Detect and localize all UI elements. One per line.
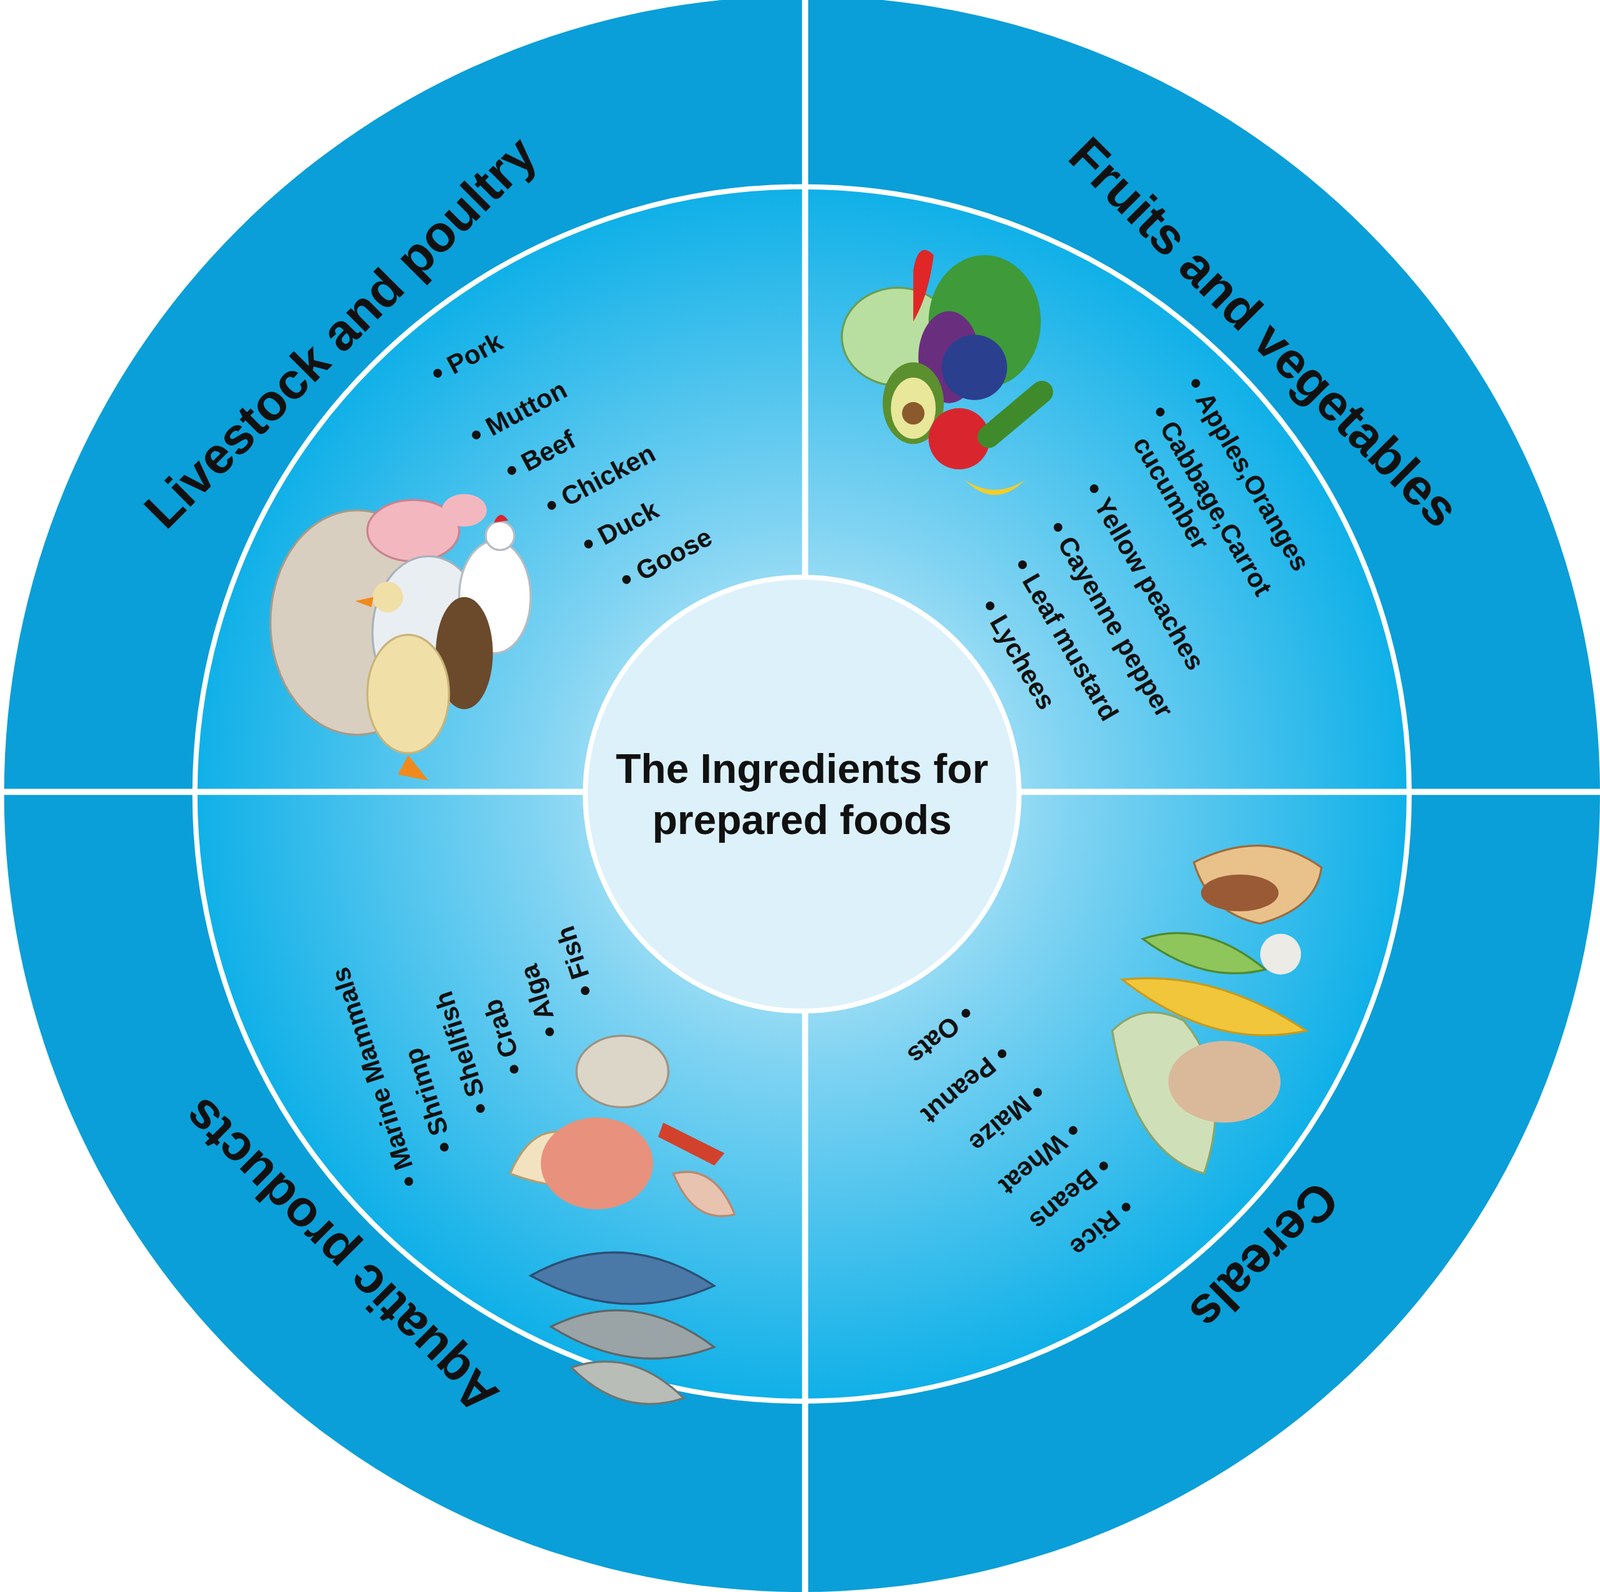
- category-sector: CerealsRiceBeansWheatMaizePeanutOats: [805, 791, 1600, 1592]
- bullet-dot: [1067, 1124, 1080, 1137]
- outer-ring: [4, 0, 1600, 1592]
- bullet-dot: [403, 1176, 415, 1188]
- bullet-dot: [508, 1063, 520, 1076]
- bullet-dot: [474, 1102, 487, 1114]
- ingredient-item: Fish: [549, 922, 602, 1000]
- category-sector: Aquatic productsMarine MammalsShrimpShel…: [0, 791, 806, 1592]
- bullet-dot: [1016, 559, 1029, 571]
- bullet-dot: [1120, 1200, 1133, 1213]
- bullet-dot: [959, 1006, 973, 1020]
- fruit-vegetable-picture: [842, 249, 1058, 495]
- bullet-dot: [546, 499, 558, 512]
- bullet-dot: [995, 1047, 1008, 1061]
- bullet-dot: [1088, 482, 1101, 495]
- centre-circle: The Ingredients for prepared foods: [582, 574, 1022, 1014]
- livestock-picture: [270, 493, 531, 781]
- ingredient-name: Oats: [901, 1009, 967, 1071]
- ingredient-name: Alga: [512, 960, 561, 1025]
- bullet-dot: [579, 985, 591, 997]
- bullet-dot: [1154, 405, 1167, 418]
- ingredient-name: Rice: [1063, 1203, 1127, 1263]
- ingredient-name: Duck: [592, 493, 664, 551]
- bullet-dot: [470, 428, 483, 441]
- category-sector: Livestock and poultryPorkMuttonBeefChick…: [0, 0, 806, 792]
- bullet-dot: [438, 1141, 451, 1153]
- ingredient-name: Pork: [441, 325, 508, 381]
- category-heading: Aquatic products: [173, 1088, 508, 1423]
- bullet-dot: [544, 1025, 556, 1038]
- bullet-dot: [1031, 1086, 1045, 1099]
- centre-title: The Ingredients for prepared foods: [615, 742, 990, 846]
- ingredient-item: Beef: [501, 423, 582, 487]
- ingredient-item: Pork: [426, 325, 508, 389]
- bullet-dot: [1052, 521, 1064, 533]
- bullet-dot: [1189, 377, 1202, 390]
- bullet-dot: [984, 599, 997, 612]
- bullet-dot: [431, 367, 444, 380]
- bullet-dot: [1097, 1159, 1111, 1173]
- ingredient-name: Beef: [516, 423, 581, 479]
- category-sector: Fruits and vegetablesApples,OrangesCabba…: [805, 0, 1600, 792]
- ingredient-item: Alga: [512, 960, 566, 1041]
- bullet-dot: [620, 573, 633, 586]
- bullet-dot: [582, 537, 595, 550]
- ingredient-name: Crab: [476, 995, 525, 1062]
- ingredient-name: Fish: [549, 922, 596, 984]
- category-heading: Cereals: [1180, 1172, 1348, 1340]
- ingredient-item: Oats: [901, 998, 980, 1071]
- cereal-picture: [1111, 845, 1322, 1174]
- seafood-picture: [510, 1035, 735, 1405]
- bullet-dot: [506, 464, 518, 477]
- ingredient-item: Crab: [476, 995, 531, 1079]
